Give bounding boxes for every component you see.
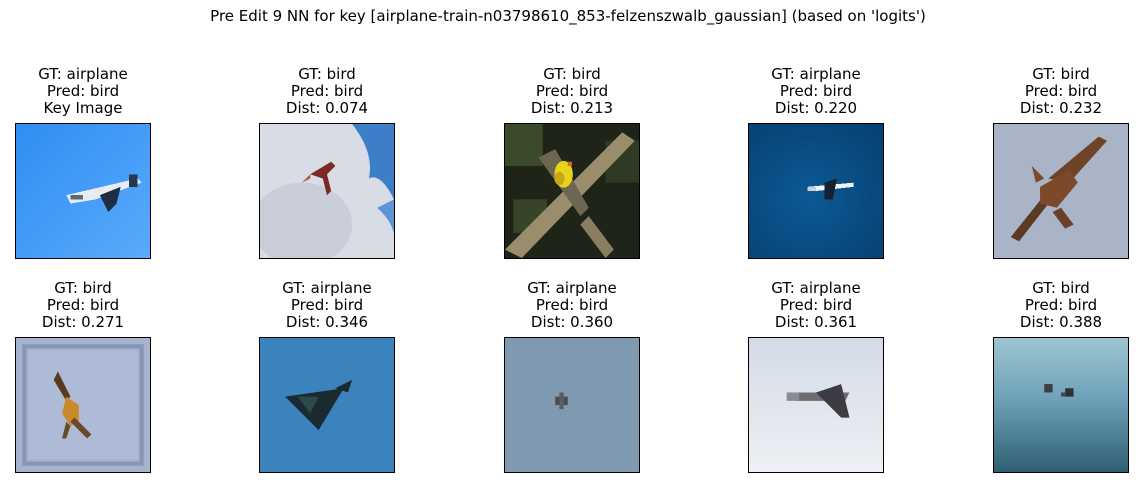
delta-jet-blue-icon [259, 337, 395, 473]
gt-label: GT: airplane [527, 279, 617, 297]
gt-label: GT: bird [1032, 279, 1090, 297]
dist-label: Dist: 0.388 [1019, 313, 1103, 331]
bird-framed-sky-icon [15, 337, 151, 473]
pred-label: Pred: bird [290, 82, 364, 100]
pred-label: Pred: bird [290, 296, 364, 314]
panel-caption: GT: bird Pred: bird Dist: 0.388 [933, 280, 1136, 331]
panel-caption: GT: airplane Pred: bird Dist: 0.360 [444, 280, 700, 331]
pred-label: Pred: bird [46, 82, 120, 100]
pred-label: Pred: bird [46, 296, 120, 314]
pred-label: Pred: bird [779, 296, 853, 314]
dist-label: Dist: 0.213 [530, 99, 614, 117]
pred-label: Pred: bird [1024, 82, 1098, 100]
gt-label: GT: airplane [282, 279, 372, 297]
panel-caption: GT: bird Pred: bird Dist: 0.232 [933, 66, 1136, 117]
hawk-gray-sky-icon [993, 123, 1129, 259]
gt-label: GT: airplane [771, 65, 861, 83]
gt-label: GT: bird [298, 65, 356, 83]
panel-caption: GT: airplane Pred: bird Key Image [0, 66, 211, 117]
panel-caption: GT: bird Pred: bird Dist: 0.213 [444, 66, 700, 117]
panel-caption: GT: bird Pred: bird Dist: 0.271 [0, 280, 211, 331]
dist-label: Dist: 0.232 [1019, 99, 1103, 117]
dist-label: Dist: 0.360 [530, 313, 614, 331]
dist-label: Dist: 0.271 [41, 313, 125, 331]
gt-label: GT: bird [1032, 65, 1090, 83]
dist-label: Dist: 0.361 [774, 313, 858, 331]
dist-label: Dist: 0.346 [285, 313, 369, 331]
airplane-blue-sky-icon [15, 123, 151, 259]
panel-caption: GT: airplane Pred: bird Dist: 0.361 [688, 280, 944, 331]
pred-label: Pred: bird [535, 82, 609, 100]
gt-label: GT: bird [54, 279, 112, 297]
bird-cloud-icon [259, 123, 395, 259]
tiny-plane-gray-sky-icon [504, 337, 640, 473]
key-image-label: Key Image [43, 99, 123, 117]
panel-caption: GT: bird Pred: bird Dist: 0.074 [199, 66, 455, 117]
dist-label: Dist: 0.074 [285, 99, 369, 117]
dist-label: Dist: 0.220 [774, 99, 858, 117]
gt-label: GT: bird [543, 65, 601, 83]
pred-label: Pred: bird [1024, 296, 1098, 314]
birds-over-water-icon [993, 337, 1129, 473]
airplane-white-sky-icon [748, 337, 884, 473]
pred-label: Pred: bird [779, 82, 853, 100]
panel-caption: GT: airplane Pred: bird Dist: 0.346 [199, 280, 455, 331]
airplane-dark-blue-icon [748, 123, 884, 259]
gt-label: GT: airplane [771, 279, 861, 297]
gt-label: GT: airplane [38, 65, 128, 83]
yellow-bird-branch-icon [504, 123, 640, 259]
figure-title: Pre Edit 9 NN for key [airplane-train-n0… [210, 7, 926, 25]
pred-label: Pred: bird [535, 296, 609, 314]
panel-caption: GT: airplane Pred: bird Dist: 0.220 [688, 66, 944, 117]
